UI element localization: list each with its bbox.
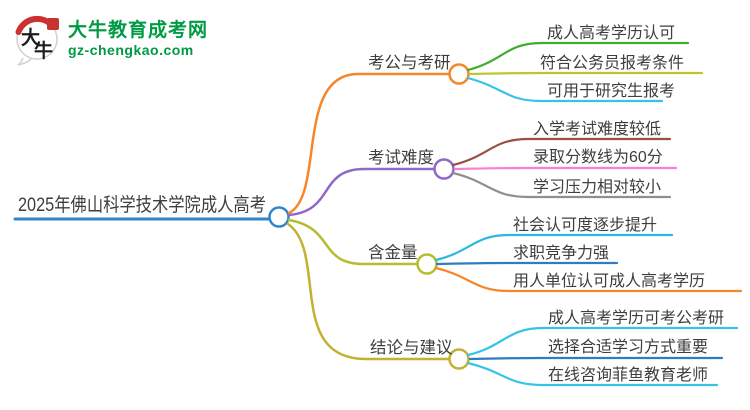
branch-label: 考试难度: [368, 148, 434, 167]
logo-red-seal: [47, 18, 59, 30]
branch-line: [286, 222, 451, 361]
daniu-logo-icon: 大 牛: [15, 15, 59, 66]
leaf-line: [466, 326, 739, 357]
leaf-line: [435, 261, 619, 266]
branch-kaoshi-nandu: 考试难度: [287, 148, 455, 217]
branch-kaogong-kaoyan: 考公与考研: [287, 53, 470, 215]
logo-title: 大牛教育成考网: [68, 20, 209, 42]
branch-circle: [448, 63, 470, 85]
leaf-line: [451, 137, 672, 167]
leaf-line: [468, 71, 704, 76]
leaf-line: [466, 361, 719, 387]
root-label: 2025年佛山科学技术学院成人高考: [18, 194, 266, 216]
leaf-line: [453, 166, 678, 171]
branch-label: 含金量: [368, 243, 418, 262]
logo-bubble-tail: [17, 57, 32, 66]
logo-char-niu: 牛: [34, 39, 53, 62]
branch-hanjinliang: 含金量: [287, 218, 438, 275]
leaf-line: [466, 41, 690, 72]
leaf-label: 在线咨询菲鱼教育老师: [548, 366, 708, 384]
leaf-line: [468, 356, 724, 361]
leaf-label: 符合公务员报考条件: [540, 54, 684, 72]
logo-char-da: 大: [21, 26, 40, 49]
leaf-line: [434, 233, 674, 262]
branch-label: 结论与建议: [370, 338, 453, 357]
logo-domain: gz-chengkao.com: [68, 41, 194, 58]
branch-circle: [433, 158, 455, 180]
leaf-label: 成人高考学历认可: [547, 24, 675, 42]
leaf-label: 用人单位认可成人高考学历: [513, 272, 705, 290]
leaf-label: 可用于研究生报考: [547, 82, 675, 100]
leaf-label: 社会认可度逐步提升: [513, 216, 657, 234]
leaf-label: 录取分数线为60分: [533, 148, 663, 166]
branch-circle: [448, 348, 470, 370]
branch-line: [287, 167, 436, 217]
root-node: 2025年佛山科学技术学院成人高考: [13, 194, 290, 228]
branch-jielun-jianyi: 结论与建议: [286, 222, 470, 370]
leaf-label: 选择合适学习方式重要: [548, 338, 708, 356]
leaf-label: 求职竞争力强: [513, 244, 609, 262]
leaf-label: 学习压力相对较小: [533, 178, 661, 196]
branch-line: [287, 218, 420, 266]
branch-circle: [416, 253, 438, 275]
leaf-label: 成人高考学历可考公考研: [548, 309, 724, 327]
site-logo: 大 牛 大牛教育成考网 gz-chengkao.com: [12, 12, 208, 66]
leaf-line: [451, 171, 672, 199]
branch-line: [287, 72, 451, 215]
root-circle: [268, 206, 290, 228]
leaf-label: 入学考试难度较低: [533, 120, 661, 138]
leaf-line: [466, 76, 664, 103]
branch-label: 考公与考研: [368, 53, 451, 72]
leaf-line: [434, 266, 743, 293]
